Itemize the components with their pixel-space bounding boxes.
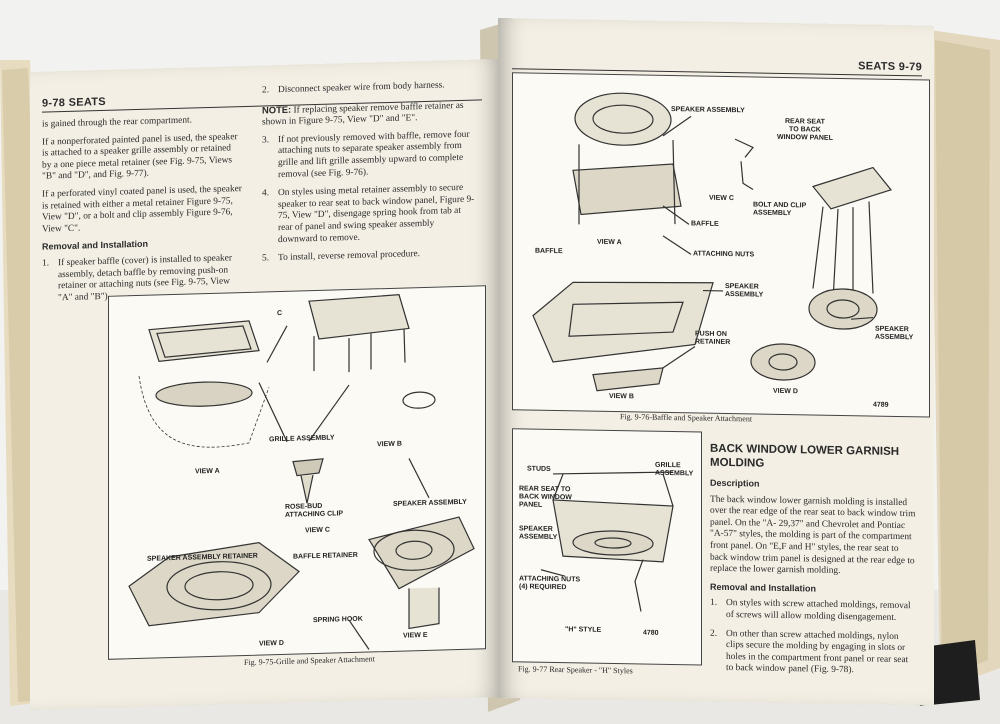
figure-caption: Fig. 9-77 Rear Speaker - "H" Styles: [518, 664, 633, 676]
label-rear-seat-panel: REAR SEAT TO BACK WINDOW PANEL: [519, 485, 572, 509]
label-speaker-assembly: SPEAKER ASSEMBLY: [671, 106, 745, 115]
step-4: 4.On styles using metal retainer assembl…: [262, 183, 475, 245]
subheading-removal: Removal and Installation: [42, 239, 149, 253]
label-view-b: VIEW B: [377, 440, 402, 449]
label-attaching-nuts: ATTACHING NUTS: [693, 250, 755, 259]
label-view-e: VIEW E: [403, 631, 428, 640]
label-c: C: [277, 309, 283, 318]
step-2: 2.On other than screw attached moldings,…: [710, 628, 909, 676]
speaker-attachment-illustration: [128, 294, 475, 650]
label-rose-bud: ROSE-BUD ATTACHING CLIP: [285, 502, 344, 519]
section-title: BACK WINDOW LOWER GARNISH MOLDING: [710, 442, 900, 470]
step-1: 1.On styles with screw attached moldings…: [710, 598, 911, 623]
label-view-b: VIEW B: [609, 392, 634, 401]
label-baffle: BAFFLE: [691, 220, 719, 228]
label-spring-hook: SPRING HOOK: [313, 615, 363, 625]
figure-number: 4780: [643, 629, 659, 637]
baffle-speaker-illustration: [532, 92, 893, 392]
paragraph: is gained through the rear compartment.: [42, 115, 192, 130]
subheading-removal: Removal and Installation: [710, 581, 817, 594]
step-5: 5.To install, reverse removal procedure.: [262, 249, 420, 264]
figure-9-75: C GRILLE ASSEMBLY VIEW A VIEW B ROSE-BUD…: [108, 285, 486, 660]
label-speaker-assembly-mid: SPEAKER ASSEMBLY: [725, 282, 764, 299]
figure-caption: Fig. 9-76-Baffle and Speaker Attachment: [620, 412, 753, 424]
left-page-header: 9-78 SEATS: [42, 95, 106, 110]
label-baffle-left: BAFFLE: [535, 247, 563, 256]
label-studs: STUDS: [527, 465, 551, 473]
right-page-header: SEATS 9-79: [858, 60, 922, 74]
left-column-1: is gained through the rear compartment. …: [42, 114, 242, 312]
right-page: SEATS 9-79: [498, 18, 934, 706]
label-view-d: VIEW D: [773, 387, 798, 396]
label-speaker-assembly: SPEAKER ASSEMBLY: [519, 525, 558, 542]
subheading-description: Description: [710, 477, 760, 489]
label-grille-assembly: GRILLE ASSEMBLY: [655, 461, 694, 478]
figure-number: 4789: [873, 401, 889, 409]
label-push-on-retainer: PUSH ON RETAINER: [695, 330, 731, 347]
rear-speaker-illustration: [540, 471, 674, 612]
paragraph: If a nonperforated painted panel is used…: [42, 131, 238, 183]
garnish-molding-section: BACK WINDOW LOWER GARNISH MOLDING Descri…: [710, 442, 916, 686]
note: NOTE: If replacing speaker remove baffle…: [262, 100, 464, 128]
left-page: 9-78 SEATS is gained through the rear co…: [30, 58, 500, 711]
figure-9-77: STUDS GRILLE ASSEMBLY REAR SEAT TO BACK …: [512, 428, 702, 666]
paragraph: The back window lower garnish molding is…: [710, 494, 916, 577]
label-speaker-assembly-right: SPEAKER ASSEMBLY: [875, 325, 914, 342]
paragraph: If a perforated vinyl coated panel is us…: [42, 184, 242, 235]
label-view-a: VIEW A: [597, 238, 622, 247]
label-rear-seat-panel: REAR SEAT TO BACK WINDOW PANEL: [777, 118, 833, 142]
left-column-2: 2.Disconnect speaker wire from body harn…: [262, 80, 476, 273]
label-h-style: "H" STYLE: [565, 626, 602, 634]
label-view-d: VIEW D: [259, 639, 284, 648]
label-attaching-nuts: ATTACHING NUTS (4) REQUIRED: [519, 575, 581, 592]
figure-9-76: SPEAKER ASSEMBLY REAR SEAT TO BACK WINDO…: [512, 72, 930, 418]
step-2: 2.Disconnect speaker wire from body harn…: [262, 80, 445, 96]
figure-caption: Fig. 9-75-Grille and Speaker Attachment: [244, 654, 375, 668]
label-view-c: VIEW C: [305, 526, 330, 535]
label-bolt-clip: BOLT AND CLIP ASSEMBLY: [753, 201, 807, 218]
step-3: 3.If not previously removed with baffle,…: [262, 129, 470, 180]
label-view-a: VIEW A: [195, 467, 220, 476]
label-view-c: VIEW C: [709, 194, 734, 203]
